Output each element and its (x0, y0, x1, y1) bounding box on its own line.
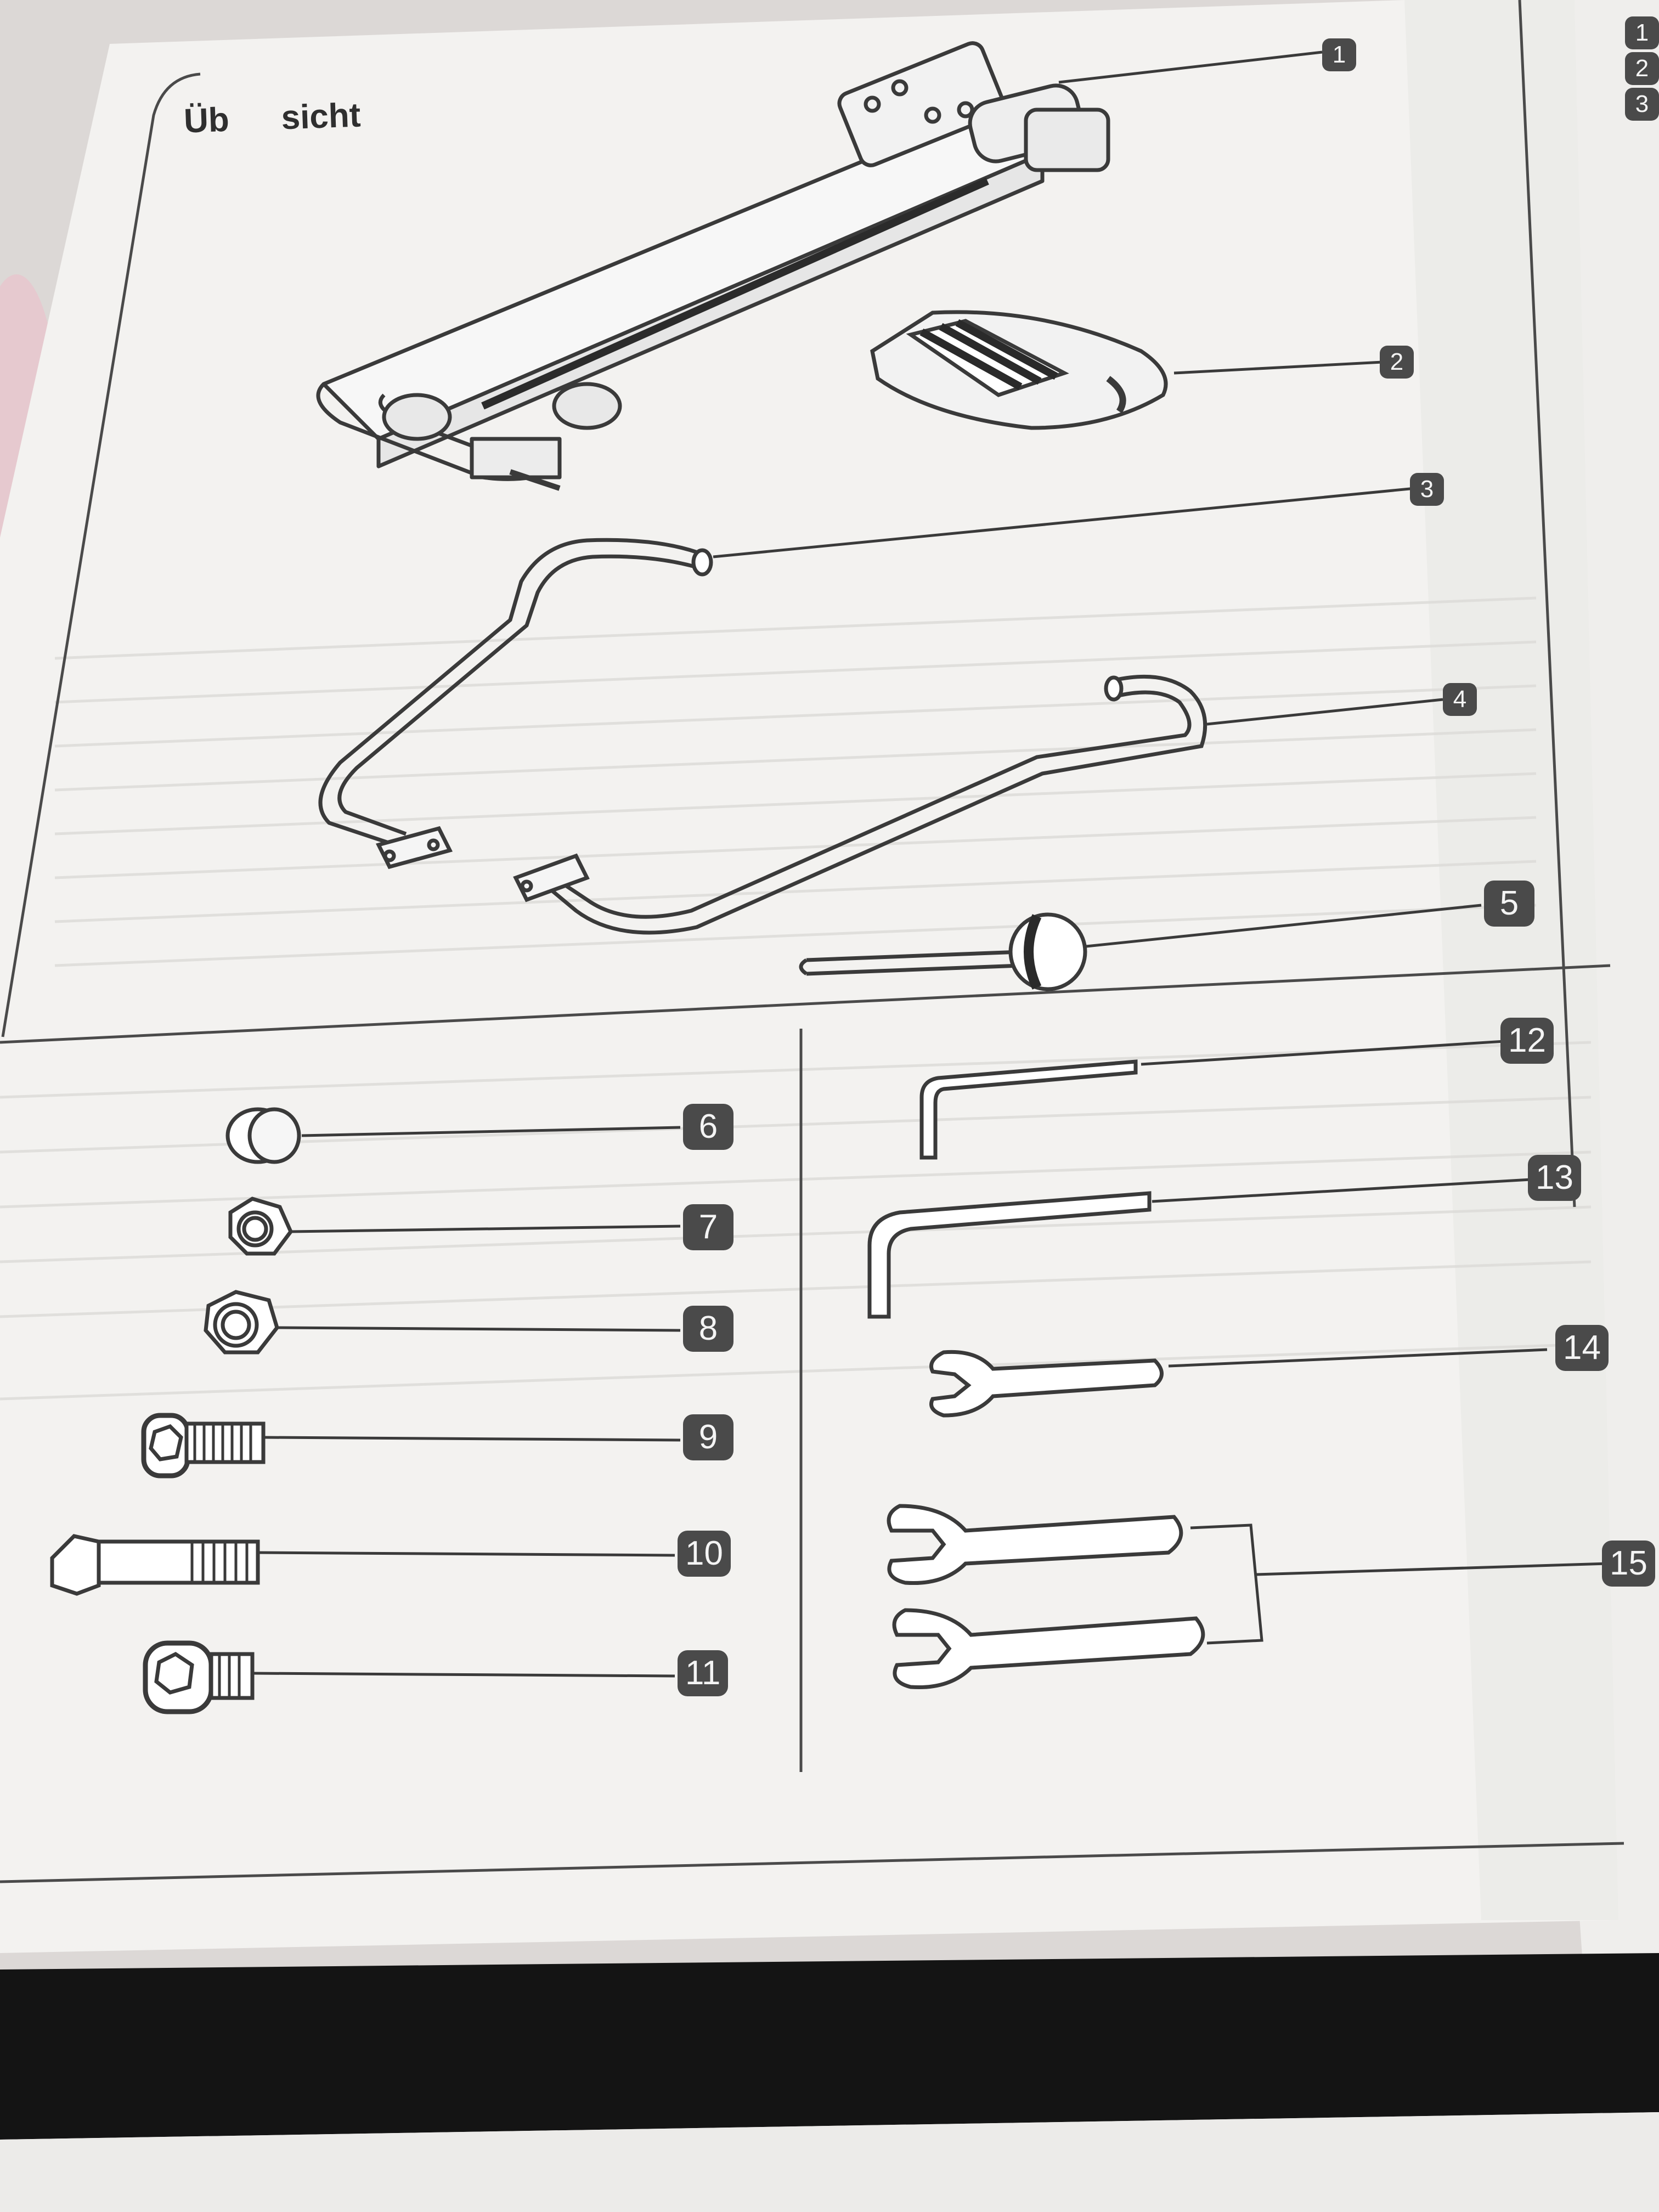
paper-sheet (0, 0, 1618, 1953)
callout-11: 11 (678, 1650, 729, 1696)
tools-drawing (867, 1038, 1608, 1690)
heading-gap (229, 129, 281, 131)
callout-15: 15 (1602, 1541, 1655, 1587)
left-handlebar-drawing (318, 487, 1416, 870)
callout-14: 14 (1555, 1325, 1609, 1371)
callout-10: 10 (678, 1531, 731, 1577)
seat-drawing (870, 310, 1383, 430)
side-tab-2: 2 (1625, 52, 1659, 85)
hardware-parts-drawing (50, 1107, 681, 1714)
right-handlebar-drawing (513, 674, 1443, 935)
rowing-machine-frame-drawing (316, 41, 1323, 491)
locking-pin-drawing (799, 904, 1482, 991)
dark-band (0, 1953, 1659, 2140)
callout-8: 8 (683, 1306, 733, 1352)
heading-end: sicht (280, 96, 362, 137)
callout-7: 7 (683, 1204, 733, 1250)
side-tab-3: 3 (1625, 88, 1659, 121)
callout-2: 2 (1380, 346, 1414, 379)
callout-13: 13 (1528, 1155, 1581, 1201)
page-heading: Üb sicht (183, 95, 362, 140)
callout-1: 1 (1322, 38, 1356, 71)
callout-12: 12 (1500, 1018, 1554, 1064)
callout-9: 9 (683, 1414, 733, 1460)
callout-4: 4 (1443, 683, 1477, 716)
callout-5: 5 (1484, 881, 1534, 927)
callout-3: 3 (1410, 473, 1444, 506)
callout-6: 6 (683, 1104, 733, 1150)
side-tab-1: 1 (1625, 16, 1659, 49)
heading-start: Üb (183, 100, 230, 140)
